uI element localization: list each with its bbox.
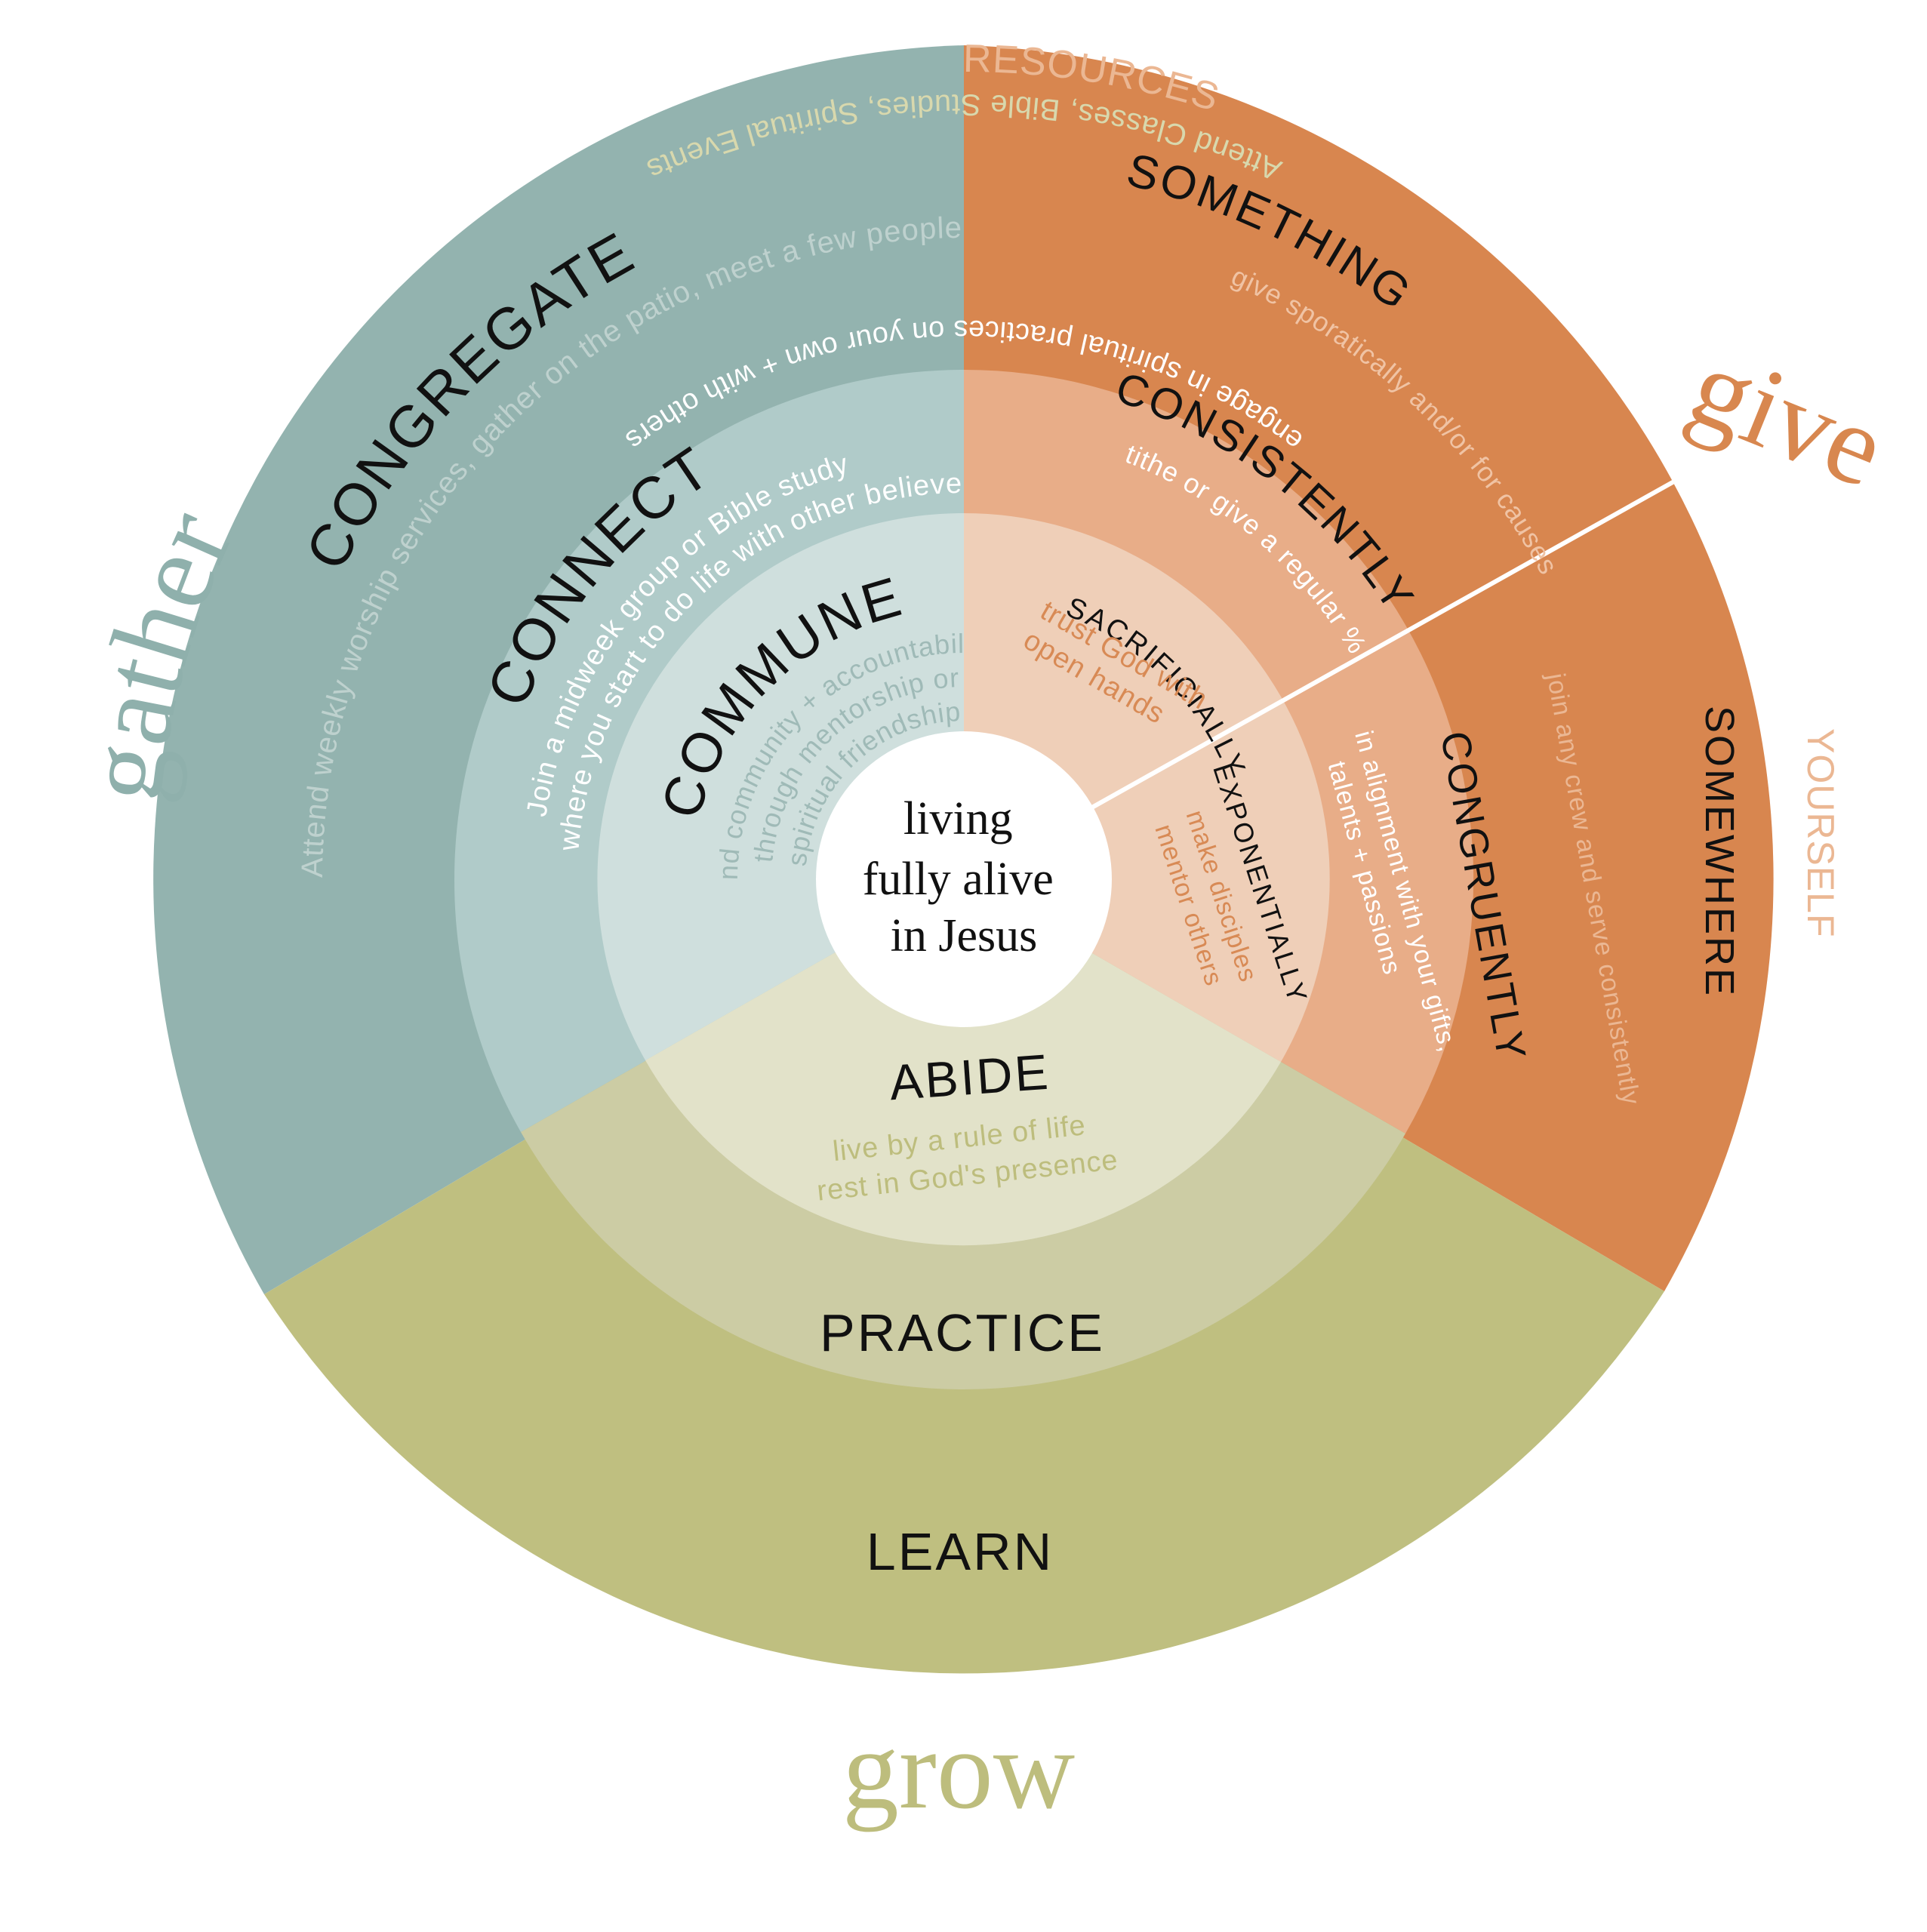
center-line-1: living — [903, 793, 1013, 844]
center-disk — [816, 731, 1112, 1027]
practice-title: PRACTICE — [820, 1303, 1105, 1362]
grow-inner-sector — [645, 879, 1281, 1246]
center-line-3: in Jesus — [891, 910, 1038, 961]
wheel-sectors — [153, 45, 1774, 1674]
learn-title: LEARN — [867, 1522, 1054, 1581]
center-text: living fully alive in Jesus — [863, 793, 1066, 961]
grow-label: grow — [842, 1707, 1075, 1832]
somewhere-title: SOMEWHERE — [1697, 706, 1742, 998]
give-label: give — [1674, 322, 1902, 512]
yourself-axis-label: YOURSELF — [1799, 728, 1842, 938]
abide-title: ABIDE — [888, 1044, 1052, 1111]
center-line-2: fully alive — [863, 854, 1054, 905]
